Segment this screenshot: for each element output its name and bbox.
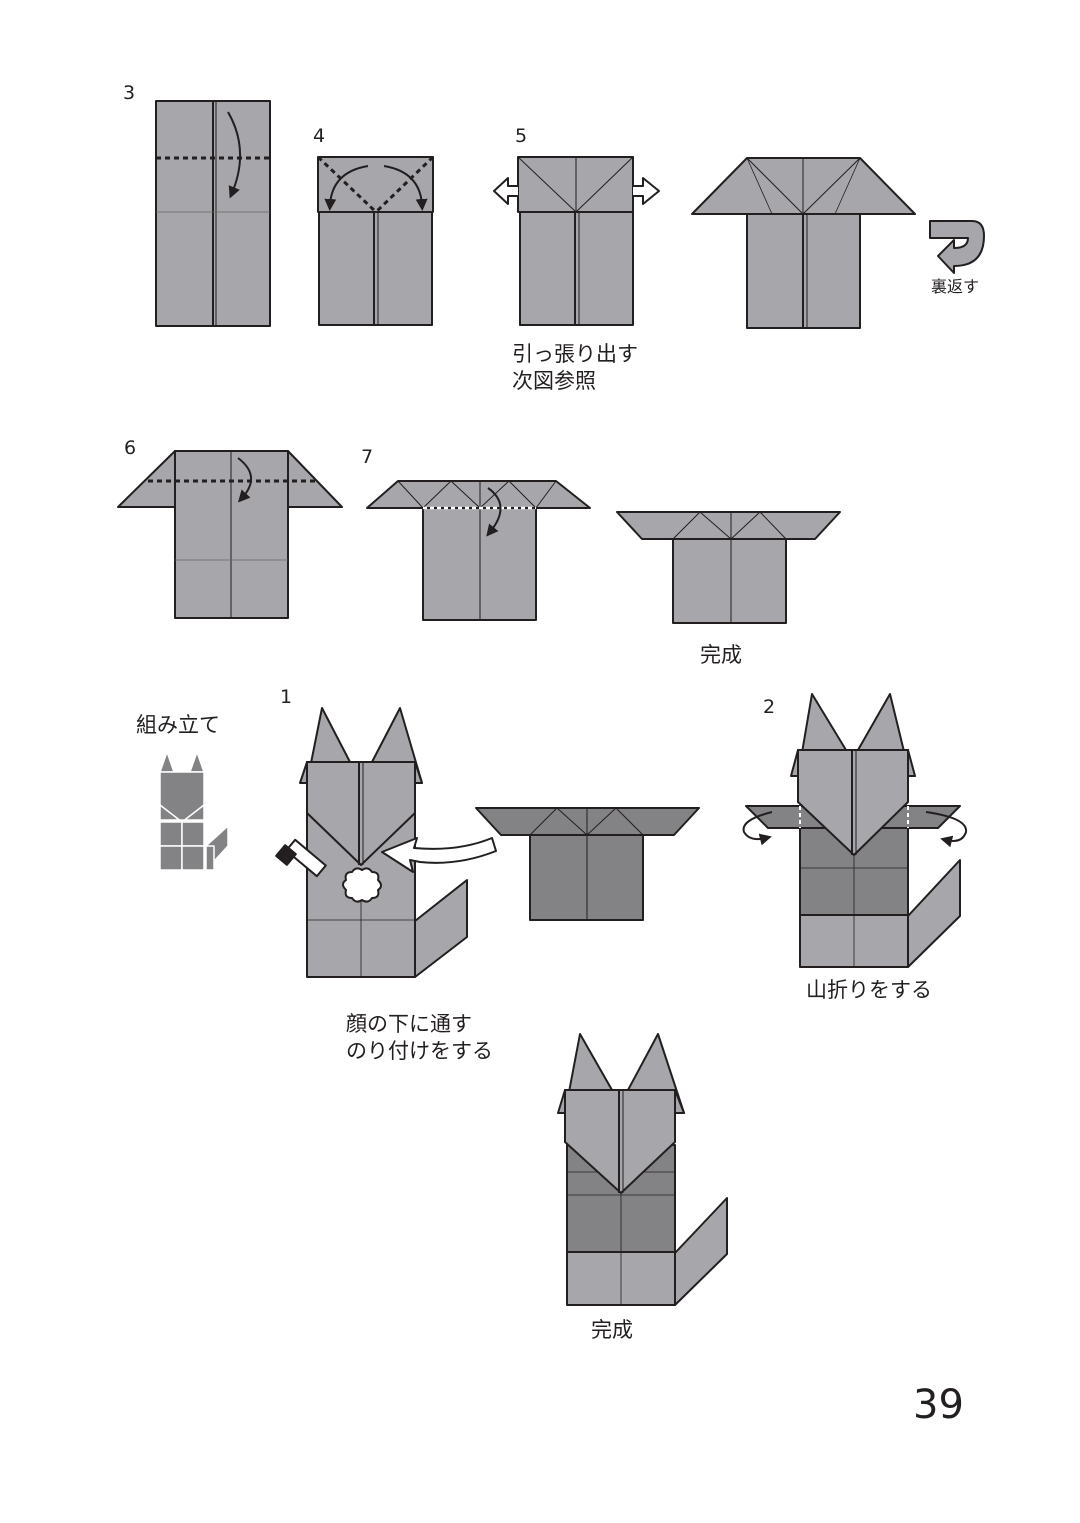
mountain-fold-label: 山折りをする — [806, 978, 932, 1002]
pull-out-line-1: 引っ張り出す — [512, 342, 638, 366]
assembly2-figure — [742, 693, 968, 968]
step6-figure — [117, 450, 343, 619]
flip-label: 裏返す — [931, 277, 980, 296]
down-curve-arrow-icon — [227, 111, 242, 199]
step-number-5: 5 — [515, 125, 528, 147]
glue-line-2: のり付けをする — [346, 1039, 493, 1063]
step-number-7: 7 — [361, 446, 374, 468]
assembly-step-number-2: 2 — [763, 696, 776, 718]
step-number-4: 4 — [313, 125, 326, 147]
pull-out-label: 引っ張り出す 次図参照 — [512, 341, 638, 395]
final-fox-figure — [557, 1033, 728, 1306]
rotate-arrow-icon — [742, 811, 773, 846]
step4-figure — [316, 155, 435, 326]
assembly-step-number-1: 1 — [280, 686, 293, 708]
complete-label-2: 完成 — [591, 1318, 633, 1342]
glue-instruction: 顔の下に通す のり付けをする — [346, 1011, 493, 1065]
step7-figure — [366, 480, 591, 621]
assembly1-insert-piece — [475, 807, 700, 921]
glue-spot-icon — [342, 867, 382, 903]
step-number-3: 3 — [123, 82, 136, 104]
flip-over-icon — [929, 220, 985, 274]
pull-out-line-2: 次図参照 — [512, 369, 596, 393]
complete-label-1: 完成 — [700, 643, 742, 667]
assembly1-body — [299, 707, 468, 978]
page-number: 39 — [913, 1382, 964, 1428]
curved-insert-arrow-icon — [381, 837, 497, 873]
step3-figure — [155, 100, 271, 327]
step5-result-figure — [691, 157, 916, 329]
step7-result-figure — [616, 511, 841, 624]
glue-line-1: 顔の下に通す — [346, 1012, 472, 1036]
glue-stick-icon — [275, 838, 327, 878]
step-number-6: 6 — [124, 437, 137, 459]
assemble-title: 組み立て — [136, 713, 220, 737]
step5-figure — [493, 156, 660, 326]
assembly-thumbnail — [159, 751, 229, 871]
push-arrow-icon — [493, 177, 518, 205]
